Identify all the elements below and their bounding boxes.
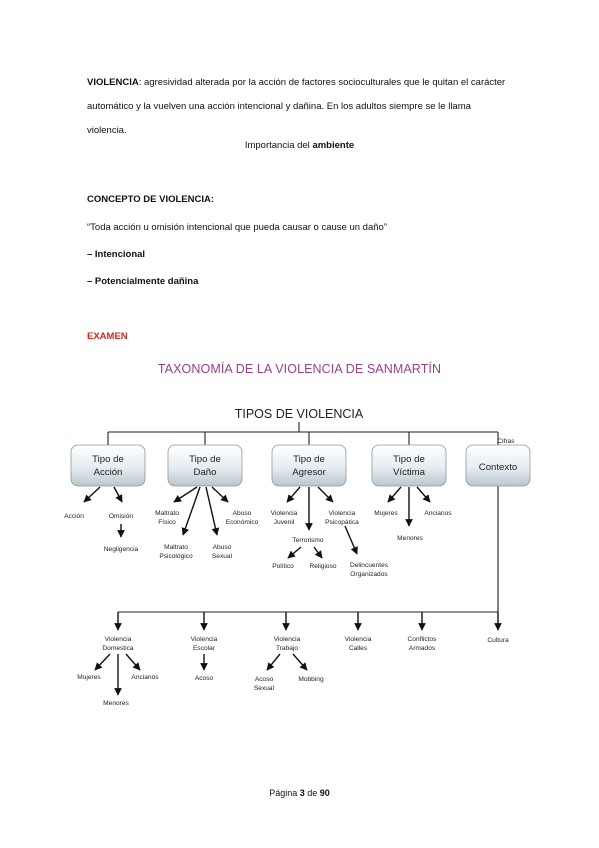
label-violencia-escolar-2: Escolar — [193, 645, 216, 652]
label-maltrato-fisico-2: Físico — [158, 519, 176, 526]
footer-mid: de — [304, 788, 320, 798]
label-violencia-domestica-2: Domestica — [102, 645, 133, 652]
box-tipo-dano-line1: Tipo de — [189, 454, 221, 465]
label-conflictos-armados-2: Armados — [409, 645, 436, 652]
label-negligencia: Negligencia — [104, 546, 139, 553]
box-contexto: Contexto — [465, 444, 531, 487]
label-maltrato-psicologico-1: Maltrato — [164, 544, 188, 551]
concept-quote: “Toda acción u omisión intencional que p… — [87, 222, 387, 233]
label-abuso-economico-2: Económico — [226, 519, 259, 526]
box-tipo-dano-line2: Daño — [194, 467, 217, 478]
label-maltrato-fisico-1: Maltrato — [155, 510, 179, 517]
label-delincuentes-organizados-1: Delincuentes — [350, 562, 389, 569]
label-terrorismo: Terrorismo — [292, 537, 323, 544]
footer-prefix: Página — [269, 788, 300, 798]
importance-line: Importancia del ambiente — [0, 140, 599, 151]
label-cultura: Cultura — [487, 637, 509, 644]
taxonomy-diagram: TIPOS DE VIOLENCIA Tipo de Acción Tipo d… — [64, 407, 531, 707]
label-accion: Acción — [64, 513, 84, 520]
label-conflictos-armados-1: Conflictos — [408, 636, 438, 643]
box-tipo-accion-line1: Tipo de — [92, 454, 124, 465]
definition-line-3: violencia. — [87, 125, 127, 136]
page-footer: Página 3 de 90 — [0, 788, 599, 798]
concept-heading: CONCEPTO DE VIOLENCIA: — [87, 194, 215, 205]
arrows — [83, 486, 502, 696]
label-acoso-sexual-1: Acoso — [255, 676, 274, 683]
label-domestica-menores: Menores — [103, 700, 129, 707]
definition-paragraph: VIOLENCIA: agresividad alterada por la a… — [87, 71, 527, 143]
box-tipo-accion-line2: Acción — [94, 467, 123, 478]
importance-bold: ambiente — [312, 140, 355, 151]
box-tipo-accion: Tipo de Acción — [70, 444, 146, 487]
label-victima-menores: Menores — [397, 535, 423, 542]
label-delincuentes-organizados-2: Organizados — [350, 571, 388, 578]
label-violencia-trabajo-1: Violencia — [274, 636, 301, 643]
label-escolar-acoso: Acoso — [195, 675, 214, 682]
label-abuso-sexual-1: Abuso — [213, 544, 232, 551]
label-violencia-calles-1: Violencia — [345, 636, 372, 643]
connector-lines — [107, 422, 499, 613]
box-contexto-label: Contexto — [479, 462, 517, 473]
importance-prefix: Importancia del — [244, 140, 313, 151]
label-violencia-domestica-1: Violencia — [105, 636, 132, 643]
label-violencia-escolar-1: Violencia — [191, 636, 218, 643]
bullet-intencional: – Intencional — [87, 249, 146, 260]
label-victima-ancianos: Ancianos — [424, 510, 452, 517]
label-victima-mujeres: Mujeres — [374, 510, 398, 517]
root-title: TIPOS DE VIOLENCIA — [235, 407, 364, 421]
bullet-potencialmente-danina: – Potencialmente dañina — [87, 276, 199, 287]
exam-label: EXAMEN — [87, 331, 128, 342]
definition-line-1: : agresividad alterada por la acción de … — [138, 77, 506, 88]
cifras-label: Cifras — [497, 438, 515, 445]
label-religioso: Religioso — [309, 563, 336, 570]
box-tipo-victima-line1: Tipo de — [393, 454, 425, 465]
box-tipo-dano: Tipo de Daño — [167, 444, 243, 487]
label-mobbing: Mobbing — [298, 676, 324, 683]
label-domestica-ancianos: Ancianos — [131, 674, 159, 681]
label-violencia-trabajo-2: Trabajo — [276, 645, 298, 652]
label-violencia-juvenil-2: Juvenil — [274, 519, 295, 526]
label-abuso-sexual-2: Sexual — [212, 553, 233, 560]
label-abuso-economico-1: Abuso — [233, 510, 252, 517]
footer-page-number: 3 — [299, 788, 305, 798]
label-acoso-sexual-2: Sexual — [254, 685, 275, 692]
definition-line-2: automático y la vuelven una acción inten… — [87, 101, 471, 112]
label-politico: Político — [272, 563, 294, 570]
footer-total-pages: 90 — [319, 788, 330, 798]
box-tipo-victima-line2: Víctima — [393, 467, 426, 478]
label-omision: Omisión — [109, 513, 134, 520]
label-violencia-psicopatica-1: Violencia — [329, 510, 356, 517]
label-violencia-calles-2: Calles — [349, 645, 368, 652]
box-tipo-agresor-line2: Agresor — [292, 467, 326, 478]
box-tipo-agresor-line1: Tipo de — [293, 454, 325, 465]
label-violencia-juvenil-1: Violencia — [271, 510, 298, 517]
label-maltrato-psicologico-2: Psicológico — [159, 553, 193, 560]
box-tipo-victima: Tipo de Víctima — [371, 444, 447, 487]
box-tipo-agresor: Tipo de Agresor — [271, 444, 347, 487]
label-violencia-psicopatica-2: Psicopática — [325, 519, 359, 526]
definition-term: VIOLENCIA — [87, 77, 139, 88]
taxonomy-title: TAXONOMÍA DE LA VIOLENCIA DE SANMARTÍN — [157, 362, 442, 376]
label-domestica-mujeres: Mujeres — [77, 674, 101, 681]
